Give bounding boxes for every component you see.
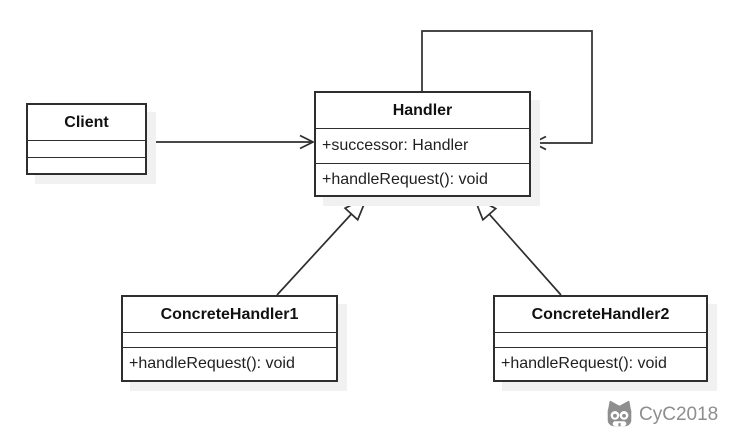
watermark: CyC2018 — [605, 400, 718, 429]
concrete-handler-1-method-handlerequest: +handleRequest(): void — [129, 355, 295, 372]
class-title-concrete-handler-2: ConcreteHandler2 — [531, 305, 670, 323]
watermark-label: CyC2018 — [639, 404, 719, 425]
concrete-handler-2-attributes-compartment — [495, 332, 706, 347]
class-box-concrete-handler-1: ConcreteHandler1 +handleRequest(): void — [121, 295, 338, 382]
handler-method-handlerequest: +handleRequest(): void — [322, 170, 488, 188]
hollow-triangle-arrowhead — [343, 195, 369, 222]
open-arrowhead — [531, 135, 547, 151]
class-box-client: Client — [26, 103, 147, 175]
concrete-handler-2-methods-compartment: +handleRequest(): void — [495, 347, 706, 380]
generalization-concretehandler2-to-handler — [472, 195, 562, 296]
class-title-concrete-handler-1: ConcreteHandler1 — [160, 305, 299, 323]
client-methods-compartment — [28, 157, 145, 173]
handler-attribute-successor: +successor: Handler — [322, 137, 469, 154]
association-client-to-handler — [147, 134, 315, 150]
class-box-concrete-handler-2: ConcreteHandler2 +handleRequest(): void — [493, 295, 708, 382]
generalization-concretehandler1-to-handler — [276, 195, 369, 296]
concrete-handler-1-attributes-compartment — [123, 332, 336, 347]
concrete-handler-2-method-handlerequest: +handleRequest(): void — [501, 355, 667, 372]
class-box-handler: Handler +successor: Handler +handleReque… — [314, 91, 531, 197]
class-title-handler: Handler — [392, 101, 453, 119]
handler-methods-compartment: +handleRequest(): void — [316, 163, 529, 195]
cat-icon — [607, 400, 632, 427]
class-title-client: Client — [64, 113, 109, 131]
client-attributes-compartment — [28, 140, 145, 157]
handler-attributes-compartment: +successor: Handler — [316, 128, 529, 163]
open-arrowhead — [299, 134, 315, 150]
concrete-handler-1-methods-compartment: +handleRequest(): void — [123, 347, 336, 380]
hollow-triangle-arrowhead — [472, 195, 498, 222]
